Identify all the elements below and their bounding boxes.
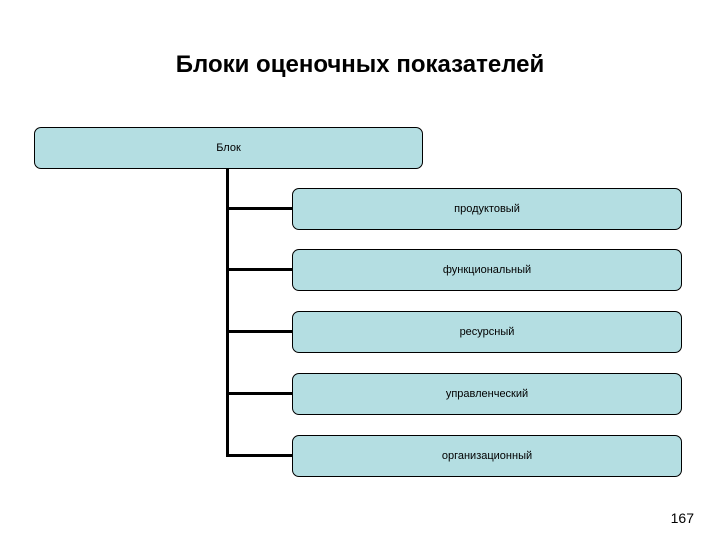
connector-branch-organizatsionnyy bbox=[226, 454, 293, 457]
connector-branch-produktovyy bbox=[226, 207, 293, 210]
connector-branch-upravlencheskiy bbox=[226, 392, 293, 395]
node-child-funktsionalnyy[interactable]: функциональный bbox=[292, 249, 682, 291]
node-root-blok[interactable]: Блок bbox=[34, 127, 423, 169]
node-child-upravlencheskiy[interactable]: управленческий bbox=[292, 373, 682, 415]
connector-branch-funktsionalnyy bbox=[226, 268, 293, 271]
page-number: 167 bbox=[670, 510, 694, 526]
node-label: продуктовый bbox=[454, 202, 520, 215]
node-label: Блок bbox=[216, 141, 241, 154]
node-label: ресурсный bbox=[459, 325, 515, 338]
node-label: организационный bbox=[441, 449, 533, 462]
page-title: Блоки оценочных показателей bbox=[175, 51, 545, 78]
node-label: функциональный bbox=[442, 263, 532, 276]
node-child-organizatsionnyy[interactable]: организационный bbox=[292, 435, 682, 477]
node-label: управленческий bbox=[445, 387, 529, 400]
connector-trunk bbox=[226, 169, 229, 457]
node-child-resursnyy[interactable]: ресурсный bbox=[292, 311, 682, 353]
connector-branch-resursnyy bbox=[226, 330, 293, 333]
node-child-produktovyy[interactable]: продуктовый bbox=[292, 188, 682, 230]
